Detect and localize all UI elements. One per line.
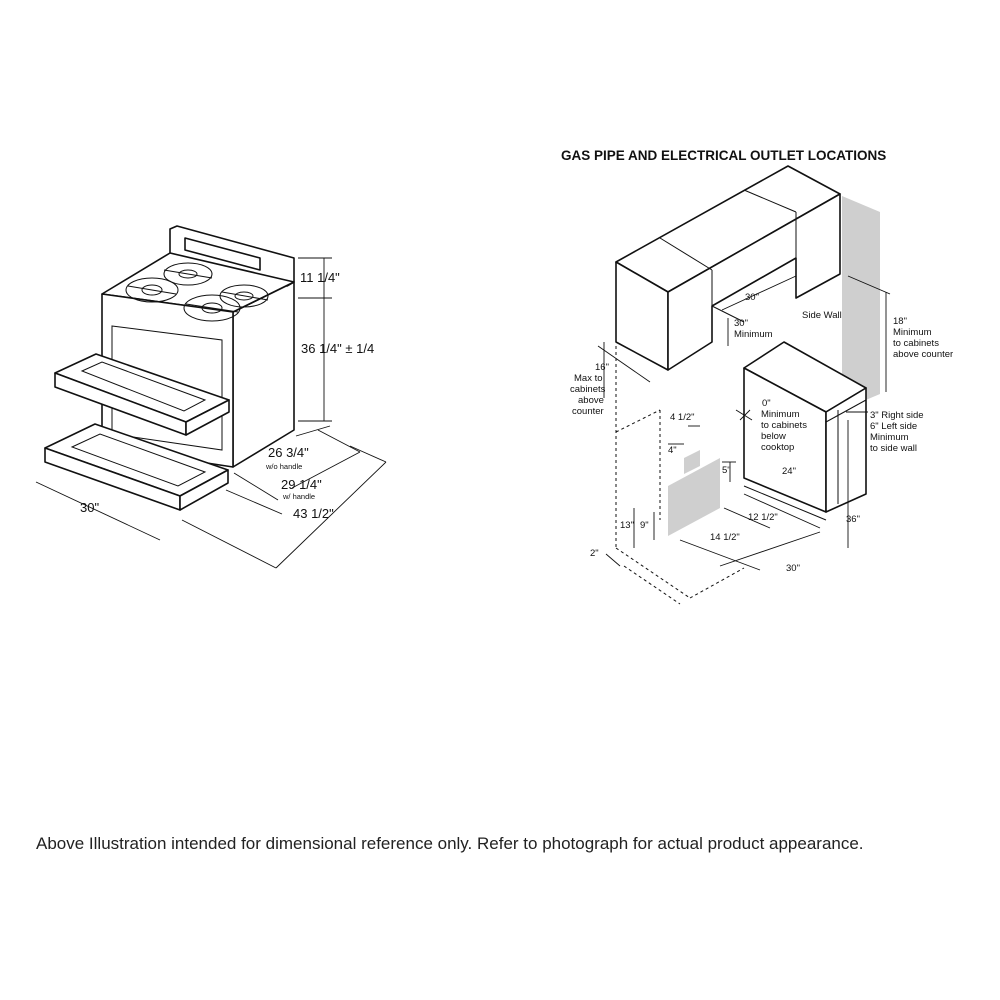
dim-depth-w-handle: 29 1/4" [281,477,322,492]
range-side-panel [232,281,295,468]
dim-16-line2: Max to [574,373,603,384]
dim-16-value: 16" [595,362,609,373]
dim-18-line3: to cabinets [893,338,939,349]
dim-depth-wo-handle: 26 3/4" [268,445,309,460]
dim-zero-value: 0" [762,398,771,409]
dim-zero-line4: below [761,431,786,442]
installation-title: GAS PIPE AND ELECTRICAL OUTLET LOCATIONS [561,148,886,163]
dim-18-line2: Minimum [893,327,932,338]
dim-16-line4: above [578,395,604,406]
side-clear-line2: 6" Left side [870,421,917,432]
side-clear-line4: to side wall [870,443,917,454]
lower-door-window [70,433,207,487]
burner-grates [125,262,269,322]
dim-36: 36" [846,514,860,525]
dim-13: 13" [620,520,634,531]
dim-4-5: 4 1/2" [670,412,695,423]
installation-illustration [615,165,880,605]
dim-18-value: 18" [893,316,907,327]
range-illustration [44,225,295,511]
range-dimension-lines [35,257,387,569]
range-outline-dashed [615,346,745,605]
dim-width: 30" [80,500,99,515]
dim-24: 24" [782,466,796,477]
dim-14-5: 14 1/2" [710,532,740,543]
dim-height: 36 1/4" ± 1/4 [301,341,374,356]
installation-dimension-labels: 30" 30" Minimum Side Wall 18" Minimum to… [570,292,953,574]
label-wo-handle: w/o handle [265,462,302,471]
label-w-handle: w/ handle [282,492,315,501]
dim-9: 9" [640,520,649,531]
backguard-panel [184,237,261,271]
dim-zero-line5: cooktop [761,442,794,453]
installation-dimension-lines [597,275,891,571]
side-wall-shade [842,196,880,410]
side-clear-line3: Minimum [870,432,909,443]
dim-zero-line2: Minimum [761,409,800,420]
dim-backguard: 11 1/4" [300,270,340,285]
dim-5: 5" [722,465,731,476]
upper-door-window [80,361,207,412]
dim-2: 2" [590,548,599,559]
dim-12-5: 12 1/2" [748,512,778,523]
dim-30-bottom: 30" [786,563,800,574]
side-clear-line1: 3" Right side [870,410,924,421]
range-dimension-labels: 11 1/4" 36 1/4" ± 1/4 26 3/4" w/o handle… [80,270,374,521]
side-wall-label: Side Wall [802,310,842,321]
dim-min-30-value: 30" [734,318,748,329]
dim-cabinet-width: 30" [745,292,759,303]
footnote: Above Illustration intended for dimensio… [36,834,864,853]
dim-16-line5: counter [572,406,604,417]
outlet-zone [684,450,700,474]
dim-16-line3: cabinets [570,384,606,395]
dim-zero-line3: to cabinets [761,420,807,431]
gas-electrical-zone [668,458,720,536]
dim-min-30-label: Minimum [734,329,773,340]
dim-depth-door-open: 43 1/2" [293,506,334,521]
dim-4: 4" [668,445,677,456]
dim-18-line4: above counter [893,349,953,360]
lower-cabinet-side [825,387,867,513]
